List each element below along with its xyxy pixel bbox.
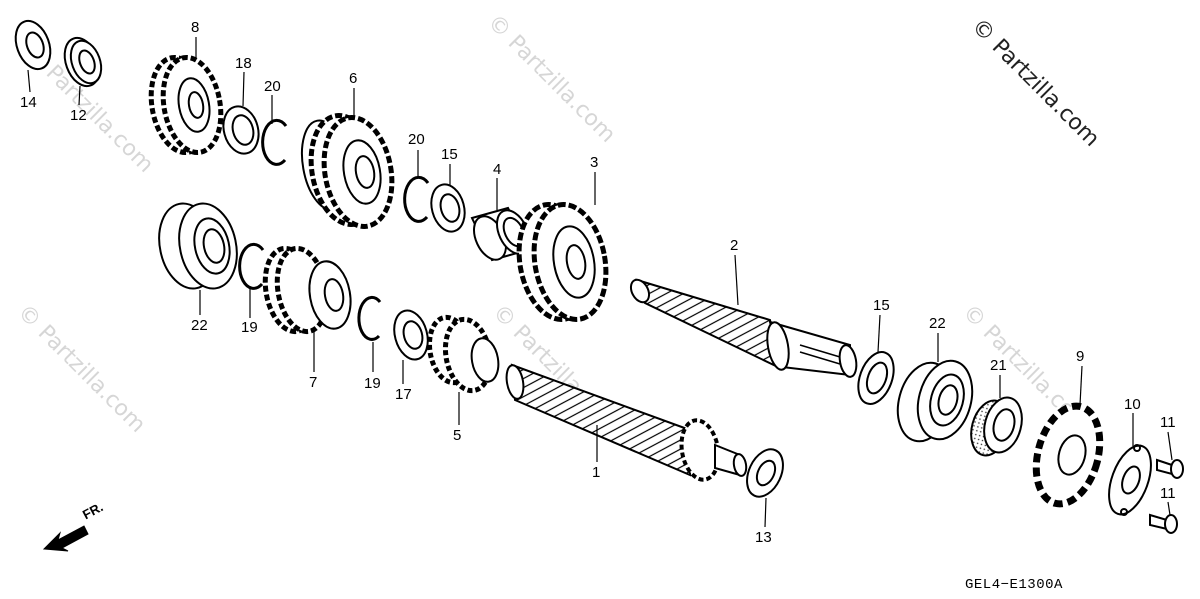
washer-part-16 xyxy=(430,183,466,233)
circlip-part-20 xyxy=(403,175,430,223)
countershaft-part-2 xyxy=(629,278,858,378)
washer-part-18 xyxy=(222,105,260,155)
gear-part-7 xyxy=(262,245,352,335)
leader-lines xyxy=(27,37,1173,528)
callout-label: 5 xyxy=(453,427,462,444)
washer-part-15 xyxy=(857,351,895,405)
callout-label: 22 xyxy=(929,315,946,332)
washer-part-14 xyxy=(14,19,52,71)
callout-label: 18 xyxy=(235,55,252,72)
callout-label: 4 xyxy=(493,161,502,178)
callout-label: 15 xyxy=(441,146,458,163)
callout-label: 9 xyxy=(1076,348,1085,365)
bolt-part-11 xyxy=(1156,458,1184,479)
callout-label: 14 xyxy=(20,94,37,111)
circlip-part-20 xyxy=(261,118,288,166)
gear-part-3 xyxy=(516,202,609,322)
callout-label: 15 xyxy=(873,297,890,314)
diagram-code: GEL4−E1300A xyxy=(965,577,1063,593)
callout-label: 17 xyxy=(395,386,412,403)
mainshaft-part-1 xyxy=(505,363,748,482)
callout-label: 2 xyxy=(730,237,739,254)
callout-label: 6 xyxy=(349,70,358,87)
bolt-part-11 xyxy=(1149,513,1178,534)
washer-part-13 xyxy=(746,448,784,498)
bearing-part-22 xyxy=(158,202,238,290)
callout-label: 11 xyxy=(1160,414,1176,431)
gear-part-8 xyxy=(148,54,224,156)
front-direction-arrow-icon xyxy=(42,525,89,552)
gear-part-5 xyxy=(426,314,500,394)
gear-part-6 xyxy=(300,113,395,229)
callout-label: 19 xyxy=(241,319,258,336)
callout-label: 20 xyxy=(264,78,281,95)
washer-part-17 xyxy=(393,309,429,361)
callout-label: 8 xyxy=(191,19,200,36)
fixing-plate-part-10 xyxy=(1108,444,1152,516)
callout-label: 10 xyxy=(1124,396,1141,413)
callout-label: 11 xyxy=(1160,485,1176,502)
callout-label: 19 xyxy=(364,375,381,392)
callout-label: 20 xyxy=(408,131,425,148)
callout-label: 7 xyxy=(309,374,318,391)
bushing-part-12 xyxy=(63,36,103,88)
callout-label: 13 xyxy=(755,529,772,546)
sprocket-part-9 xyxy=(1032,402,1104,508)
circlip-part-19 xyxy=(357,295,382,341)
bearing-part-22 xyxy=(896,359,974,443)
circlip-part-19 xyxy=(238,242,265,290)
callout-label: 3 xyxy=(590,154,599,171)
callout-label: 21 xyxy=(990,357,1007,374)
oil-seal-part-21 xyxy=(970,396,1023,457)
callout-label: 1 xyxy=(592,464,601,481)
callout-label: 12 xyxy=(70,107,87,124)
callout-label: 22 xyxy=(191,317,208,334)
